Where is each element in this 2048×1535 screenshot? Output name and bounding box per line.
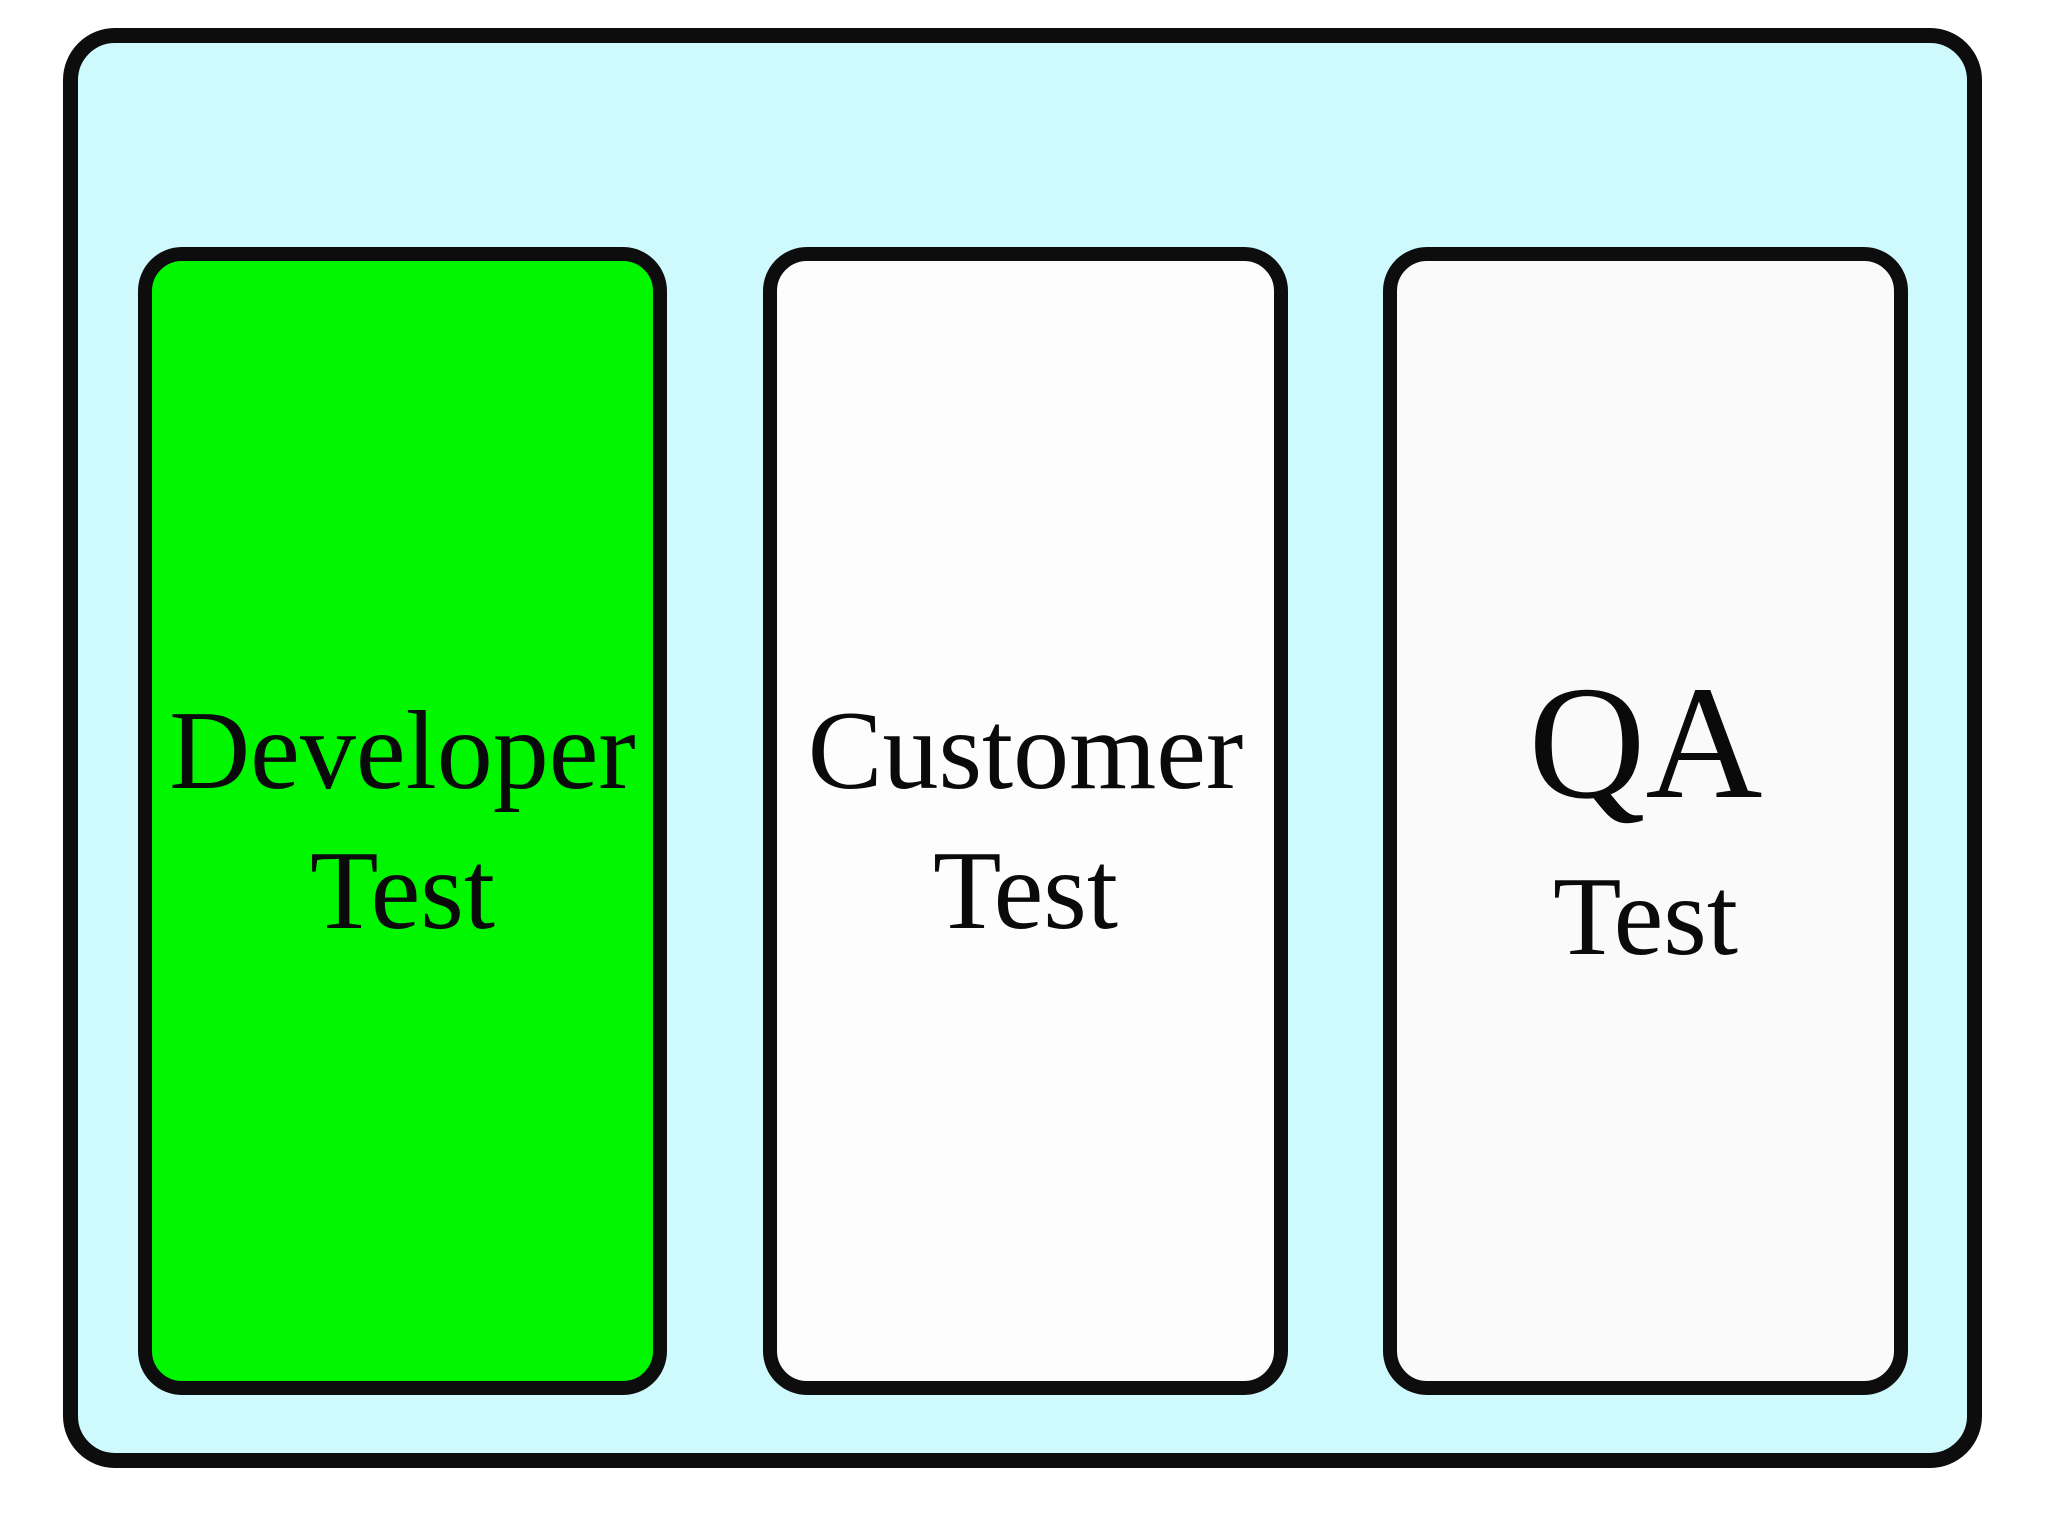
customer-test-label-line1: Customer — [807, 689, 1244, 813]
qa-test-label-line1: QA — [1528, 654, 1763, 833]
customer-test-label-line2: Test — [932, 829, 1118, 953]
developer-test-box: Developer Test — [138, 247, 667, 1395]
customer-test-box: Customer Test — [763, 247, 1288, 1395]
qa-test-box: QA Test — [1383, 247, 1908, 1395]
qa-test-label-line2: Test — [1552, 855, 1738, 979]
developer-test-label-line2: Test — [309, 829, 495, 953]
test-types-frame: Developer Test Customer Test QA Test — [63, 28, 1982, 1468]
developer-test-label-line1: Developer — [169, 689, 636, 813]
